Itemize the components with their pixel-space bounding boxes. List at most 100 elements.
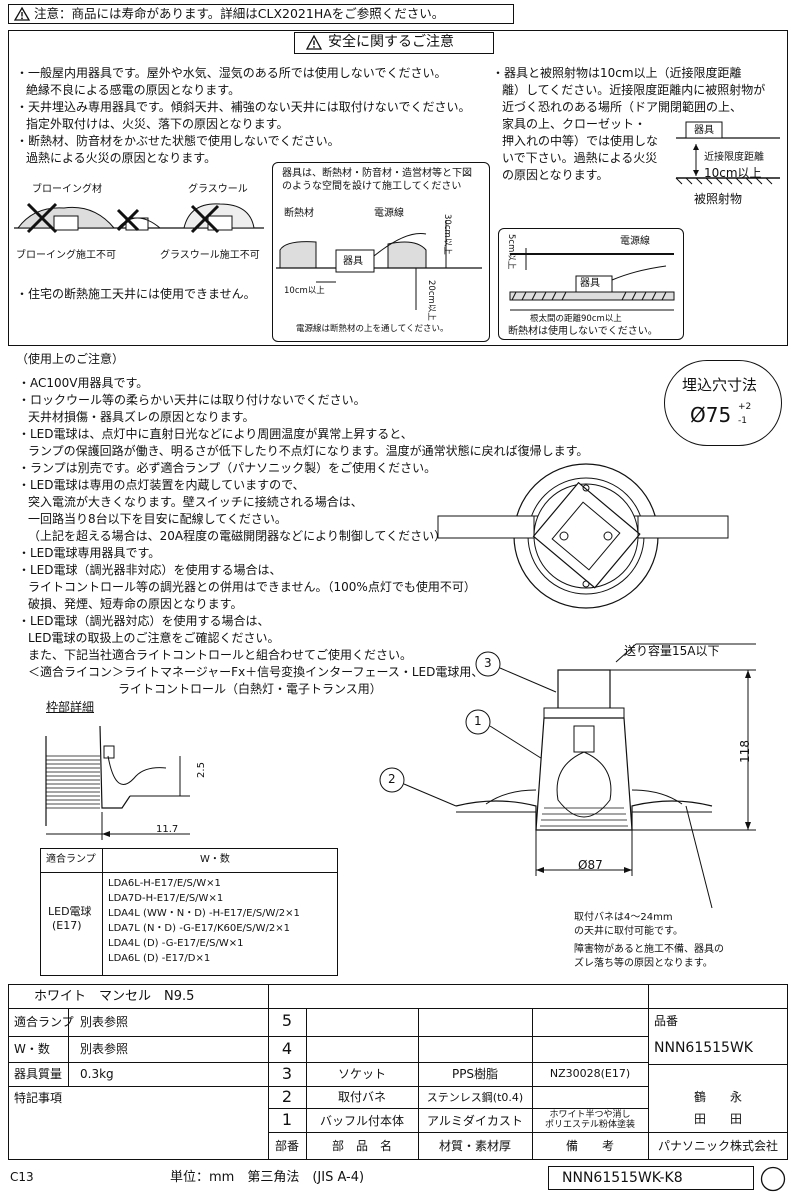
safety-line: ・断熱材、防音材をかぶせた状態で使用しないでください。 [16, 134, 340, 148]
safety-line: 押入れの中等）では使用しな [502, 134, 659, 148]
drawing-number-box [548, 1166, 754, 1190]
panel-range-note: の天井に取付可能です。 [574, 926, 683, 937]
insulation-spacing-box [272, 162, 490, 342]
cable-over-insulation-note: 電源線は断熱材の上を通してください。 [296, 324, 449, 334]
usage-line: （上記を超える場合は、20A程度の電磁開閉器などにより制御してください） [28, 529, 447, 543]
fixture-label: 器具 [694, 125, 714, 136]
part-no: 3 [281, 1064, 293, 1083]
part-material: ステンレス鋼(t0.4) [426, 1091, 524, 1104]
revision-circle [760, 1166, 786, 1192]
cutout-tol-plus: +2 [738, 402, 752, 412]
callout-2: 2 [388, 772, 396, 786]
warning-icon [13, 6, 31, 21]
cutout-value: Ø75 [690, 403, 732, 427]
safety-title: 安全に関するご注意 [328, 34, 454, 50]
part-name: ソケット [337, 1067, 386, 1081]
safety-line: ・器具と被照射物は10cm以上（近接限度距離 [492, 66, 742, 80]
dim-10cm: 10cm以上 [284, 286, 325, 296]
height-dim: 118 [737, 740, 752, 763]
divider [268, 1108, 648, 1109]
safety-line: の原因となります。 [502, 168, 609, 182]
obstacle-note: ズレ落ち等の原因となります。 [574, 958, 713, 969]
header-material: 材質・素材厚 [438, 1139, 511, 1153]
divider [268, 1008, 269, 1160]
divider [648, 984, 649, 1160]
cable-label: 電源線 [374, 208, 404, 219]
cutout-label: 埋込穴寸法 [682, 376, 758, 394]
divider [8, 1086, 648, 1087]
divider [8, 1062, 648, 1063]
part-no: 2 [281, 1087, 293, 1106]
frame-dim-11-7: 11.7 [156, 824, 179, 835]
insulation-spacing-diagram [276, 220, 482, 310]
side-view-drawing [379, 643, 756, 909]
divider [418, 1008, 419, 1160]
safety-line: 離）してください。近接限度距離内に被照射物が [502, 83, 766, 97]
safety-section [8, 30, 788, 346]
part-name: 取付バネ [337, 1090, 386, 1104]
row-value: 別表参照 [80, 1042, 129, 1056]
usage-line: 一回路当り8台以下を目安に配線してください。 [28, 512, 287, 526]
usage-title: （使用上のご注意） [16, 352, 125, 366]
callout-1: 1 [474, 714, 482, 728]
row-value: 0.3kg [80, 1067, 114, 1081]
irradiated-object-label: 被照射物 [694, 192, 743, 206]
top-view-drawing [437, 463, 729, 609]
spacing-note-line: 器具は、断熱材・防音材・造営材等と下図 [282, 168, 472, 179]
unit-projection: 単位：mm 第三角法 (JIS A-4) [170, 1170, 365, 1185]
part-no: 4 [281, 1039, 293, 1058]
usage-line: ・LED電球は専用の点灯装置を内蔵していますので、 [18, 478, 305, 492]
divider [268, 1132, 788, 1133]
usage-line: ランプの保護回路が働き、明るさが低下したり不点灯になります。温度が通常状態に戻れ… [28, 444, 589, 458]
divider [68, 1008, 69, 1086]
cable-label: 電源線 [620, 236, 650, 247]
spacing-note-line: のような空間を設けて施工してください [282, 181, 462, 192]
divider [8, 1036, 648, 1037]
safety-line: いで下さい。過熱による火災 [502, 151, 658, 165]
part-note: ホワイト半つや消し [549, 1110, 631, 1120]
divider [8, 1008, 268, 1009]
divider [306, 1008, 307, 1160]
proximity-10cm: 10cm以上 [704, 166, 762, 180]
finish-color: ホワイト マンセル N9.5 [34, 989, 195, 1004]
notice-box [8, 4, 514, 24]
usage-line: ・ランプは別売です。必ず適合ランプ（パナソニック製）をご使用ください。 [18, 461, 437, 475]
row-label: W・数 [14, 1042, 50, 1056]
header-no: 部番 [274, 1139, 299, 1153]
safety-title-box [294, 32, 494, 54]
title-block [8, 984, 788, 1160]
usage-line: 突入電流が大きくなります。壁スイッチに接続される場合は、 [28, 495, 363, 509]
lifetime-notice: 注意：商品には寿命があります。詳細はCLX2021HAをご参照ください。 [34, 6, 445, 21]
cutout-size-badge [664, 360, 782, 446]
divider [102, 848, 103, 976]
header-note: 備 考 [565, 1139, 614, 1153]
drawing-number: NNN61515WK-K8 [562, 1170, 683, 1186]
safety-line: 近づく恐れのある場所（ドア開閉範囲の上、 [502, 100, 743, 114]
divider [268, 984, 269, 1008]
lamp-item: LDA6L-H-E17/E/S/W×1 [108, 878, 221, 889]
frame-detail-drawing [45, 725, 190, 840]
part-number: NNN61515WK [654, 1040, 753, 1056]
watt-header: W・数 [200, 854, 230, 865]
usage-line: ・LED電球（調光器非対応）を使用する場合は、 [18, 563, 282, 577]
part-no: 5 [281, 1011, 293, 1030]
usage-line: ライトコントロール等の調光器との併用はできません。（100%点灯でも使用不可） [28, 580, 476, 594]
cutout-tol-minus: -1 [738, 416, 747, 426]
blowing-label: ブローイング材 [32, 184, 102, 195]
lamp-base: (E17) [52, 919, 82, 932]
dim-5cm: 5cm以上 [506, 234, 516, 270]
header-name: 部 品 名 [331, 1139, 392, 1153]
part-note: ポリエステル粉体塗装 [544, 1120, 635, 1130]
safety-line: 家具の上、クローゼット・ [502, 117, 647, 131]
divider [40, 872, 338, 873]
usage-line: 天井材損傷・器具ズレの原因となります。 [28, 410, 255, 424]
joist-spacing-label: 根太間の距離90cm以上 [530, 314, 622, 324]
company-name: パナソニック株式会社 [657, 1139, 778, 1153]
lamp-item: LDA7D-H-E17/E/S/W×1 [108, 893, 224, 904]
blowing-ng-label: ブローイング施工不可 [16, 250, 116, 261]
frame-dim-2-5: 2.5 [195, 762, 207, 778]
usage-line: また、下記当社適合ライトコントロールと組合わせてご使用ください。 [28, 648, 413, 662]
warning-icon [305, 34, 323, 50]
joist-spacing-diagram [509, 248, 675, 311]
part-name: バッフル付本体 [319, 1114, 404, 1128]
